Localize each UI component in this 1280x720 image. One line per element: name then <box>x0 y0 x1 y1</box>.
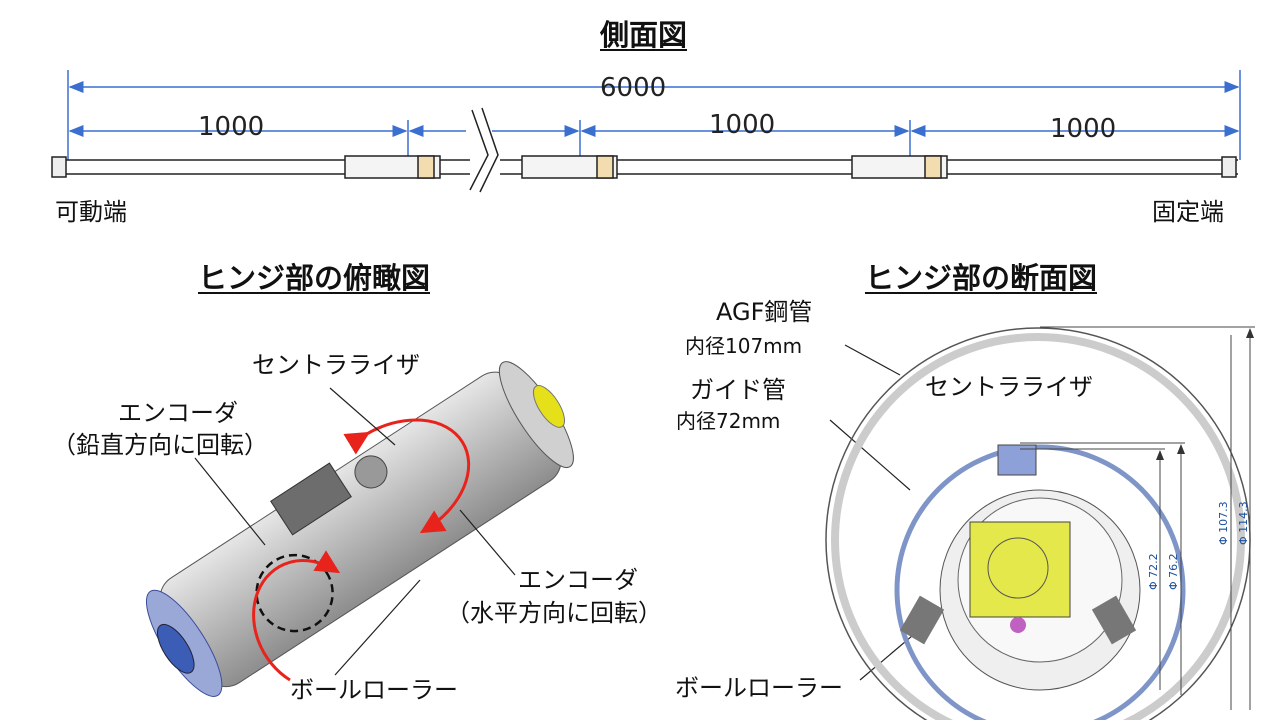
dim-76-2: Φ 76.2 <box>1167 553 1180 590</box>
leader-lines <box>194 344 926 681</box>
dim-72-2: Φ 72.2 <box>1147 553 1160 590</box>
segment-length-3: 1000 <box>1050 114 1117 144</box>
encoder-horizontal-label: エンコーダ <box>518 566 638 594</box>
section-view-title: ヒンジ部の断面図 <box>865 261 1098 295</box>
centralizer-label: セントラライザ <box>252 351 420 379</box>
dimension-lines <box>67 70 1241 160</box>
rotation-arrows <box>252 418 471 682</box>
hinge-section-view <box>825 327 1251 720</box>
guide-pipe-label: ガイド管 <box>690 376 786 404</box>
section-ball-roller-label: ボールローラー <box>675 674 843 702</box>
segment-length-1: 1000 <box>198 112 265 142</box>
agf-pipe-label: AGF鋼管 <box>716 298 813 326</box>
section-dimension-lines <box>1020 326 1255 710</box>
dim-114-3: Φ 114.3 <box>1237 501 1250 545</box>
movable-end-label: 可動端 <box>55 198 127 226</box>
encoder-vertical-note: （鉛直方向に回転） <box>52 431 268 459</box>
ball-roller-label: ボールローラー <box>290 676 458 704</box>
top-view-title: ヒンジ部の俯瞰図 <box>198 261 431 295</box>
dim-107-3: Φ 107.3 <box>1217 501 1230 545</box>
pipe-side-view <box>51 107 1238 193</box>
total-length-label: 6000 <box>600 73 667 103</box>
guide-pipe-diameter: 内径72mm <box>676 409 781 433</box>
fixed-end-label: 固定端 <box>1152 198 1224 226</box>
segment-length-2: 1000 <box>709 110 776 140</box>
section-centralizer-label: セントラライザ <box>925 373 1093 401</box>
side-view-title: 側面図 <box>600 18 688 52</box>
section-dimension-labels: Φ 72.2 Φ 76.2 Φ 107.3 Φ 114.3 <box>1147 501 1250 590</box>
encoder-horizontal-note: （水平方向に回転） <box>446 599 662 627</box>
encoder-vertical-label: エンコーダ <box>118 399 238 427</box>
agf-pipe-diameter: 内径107mm <box>685 334 803 358</box>
